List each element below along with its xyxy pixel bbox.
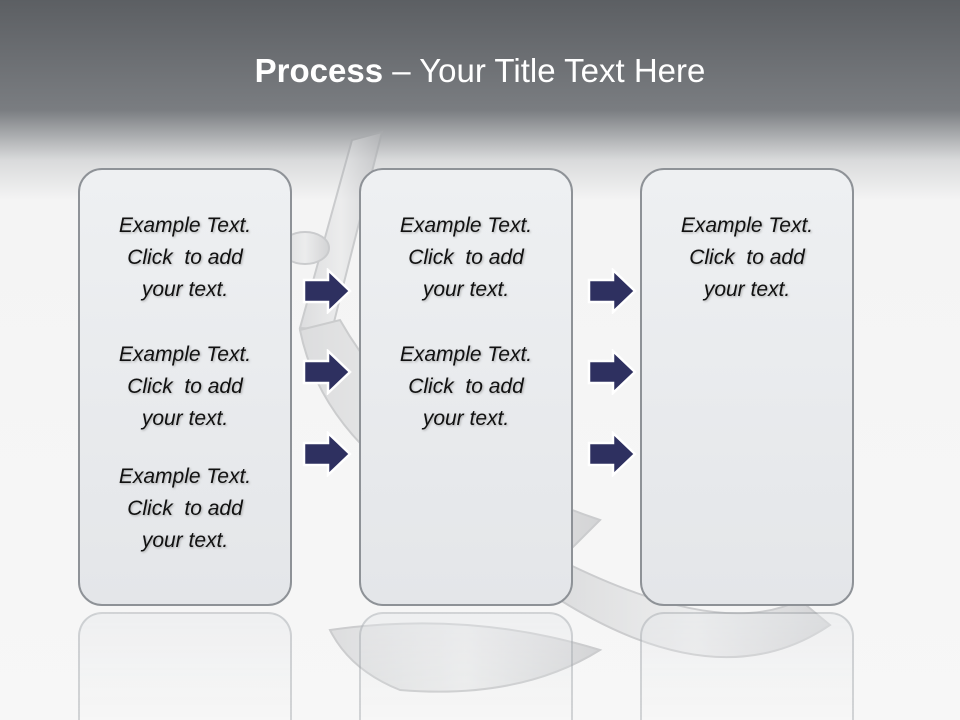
process-box-1[interactable]	[78, 168, 292, 606]
right-arrow-icon[interactable]	[302, 349, 352, 395]
text-line: your text.	[141, 529, 229, 552]
text-line: Example Text.	[399, 343, 533, 366]
right-arrow-icon[interactable]	[587, 349, 637, 395]
title-bold-word: Process	[254, 52, 384, 89]
box-reflection-1	[78, 612, 292, 720]
text-block[interactable]: Example Text. Click to add your text.	[78, 210, 292, 306]
text-line: Click to add	[408, 375, 524, 398]
right-arrow-icon[interactable]	[587, 268, 637, 314]
text-line: Click to add	[127, 497, 243, 520]
text-block[interactable]: Example Text. Click to add your text.	[78, 461, 292, 557]
text-line: Example Text.	[680, 214, 814, 237]
text-line: your text.	[422, 278, 510, 301]
text-line: Example Text.	[118, 214, 252, 237]
box-reflection-3	[640, 612, 854, 720]
text-block[interactable]: Example Text. Click to add your text.	[359, 339, 573, 435]
text-line: Click to add	[689, 246, 805, 269]
process-box-3[interactable]	[640, 168, 854, 606]
text-line: Click to add	[127, 246, 243, 269]
right-arrow-icon[interactable]	[302, 268, 352, 314]
text-block[interactable]: Example Text. Click to add your text.	[78, 339, 292, 435]
text-line: Example Text.	[118, 465, 252, 488]
text-line: Click to add	[408, 246, 524, 269]
text-line: your text.	[703, 278, 791, 301]
right-arrow-icon[interactable]	[587, 431, 637, 477]
process-box-2[interactable]	[359, 168, 573, 606]
text-line: Example Text.	[118, 343, 252, 366]
slide-title[interactable]: Process – Your Title Text Here	[0, 52, 960, 90]
text-line: Example Text.	[399, 214, 533, 237]
text-line: your text.	[141, 407, 229, 430]
text-line: your text.	[422, 407, 510, 430]
text-line: your text.	[141, 278, 229, 301]
text-block[interactable]: Example Text. Click to add your text.	[359, 210, 573, 306]
box-reflection-2	[359, 612, 573, 720]
title-rest: – Your Title Text Here	[383, 52, 706, 89]
text-line: Click to add	[127, 375, 243, 398]
text-block[interactable]: Example Text. Click to add your text.	[640, 210, 854, 306]
right-arrow-icon[interactable]	[302, 431, 352, 477]
